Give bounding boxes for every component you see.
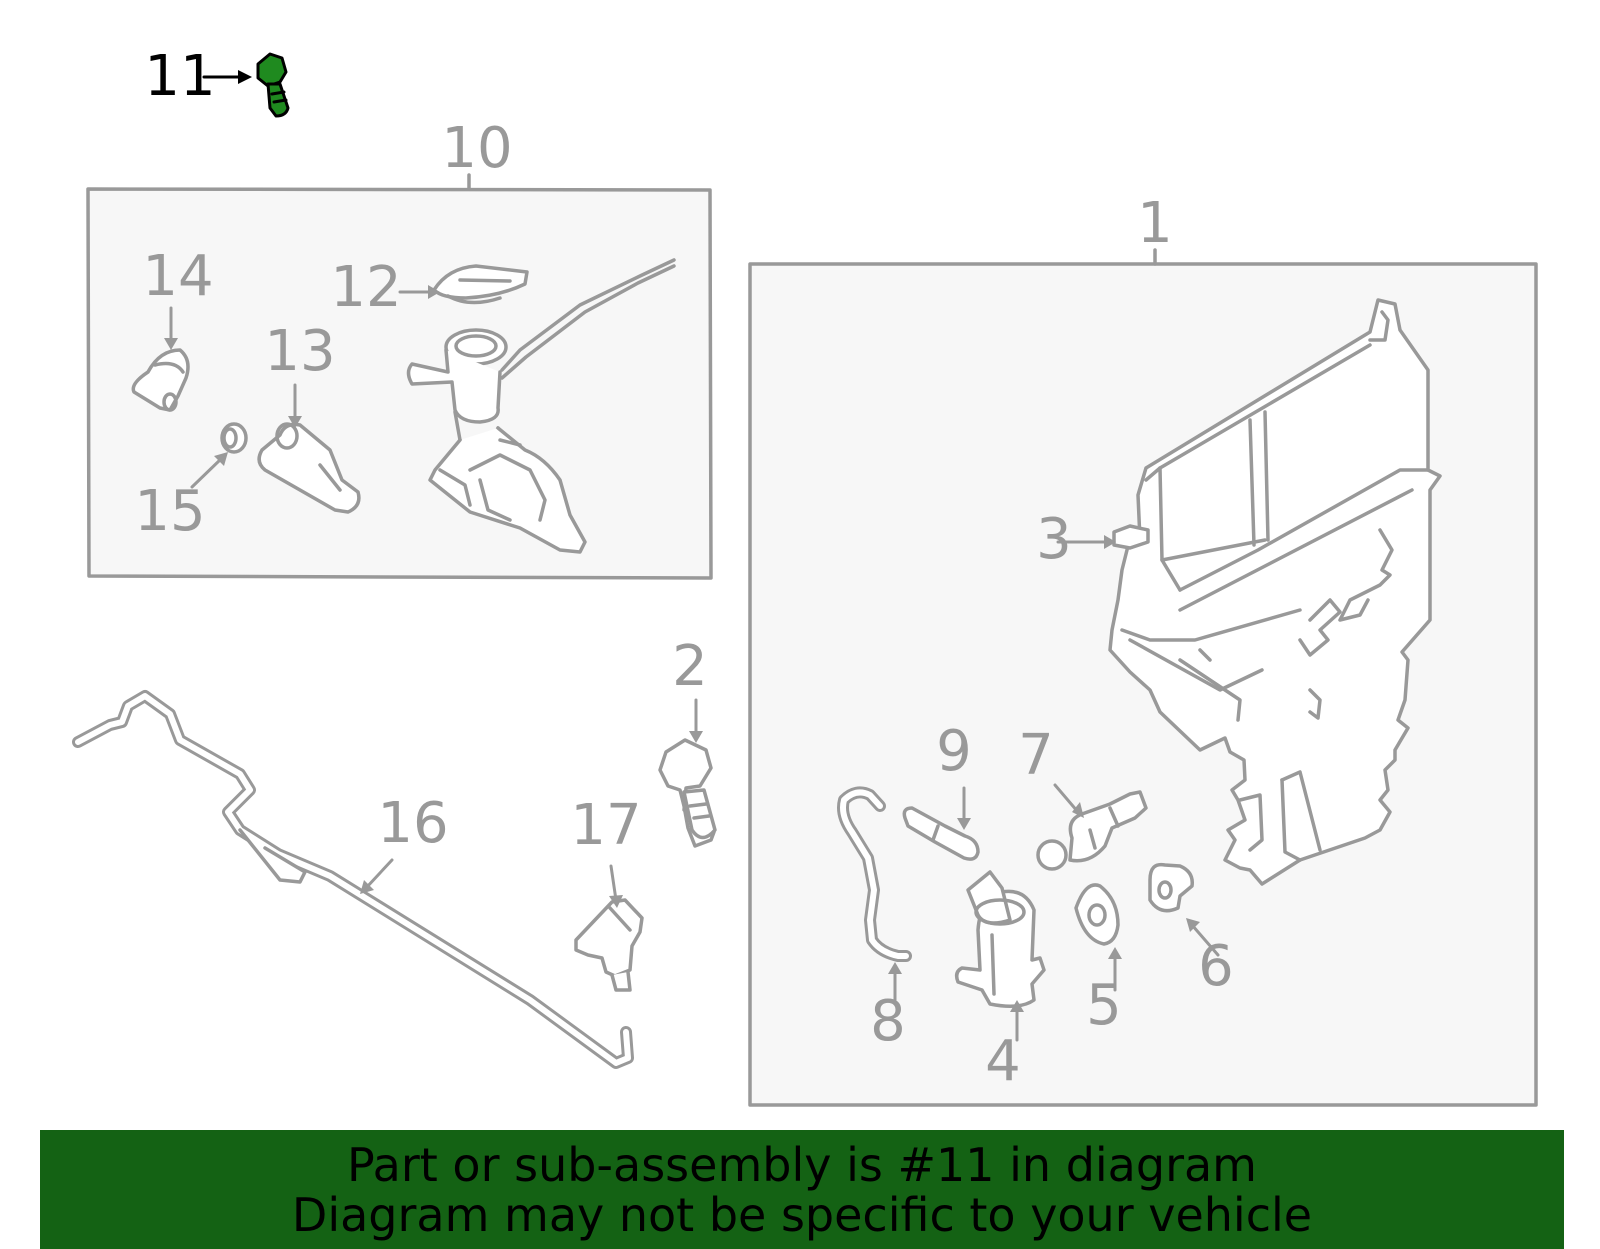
washer-reservoir-part[interactable] <box>1108 298 1442 886</box>
grommet-part[interactable] <box>1148 862 1194 913</box>
banner-line-2: Diagram may not be specific to your vehi… <box>291 1188 1313 1242</box>
bolt-2-part[interactable] <box>658 738 717 848</box>
info-banner: Part or sub-assembly is #11 in diagram D… <box>40 1130 1564 1249</box>
callout-5: 5 <box>1086 973 1122 1038</box>
callout-15: 15 <box>134 479 205 544</box>
pump-seal-part[interactable] <box>1074 883 1120 946</box>
callout-13: 13 <box>264 319 335 384</box>
washer-hose-part[interactable] <box>837 786 912 962</box>
callout-7: 7 <box>1018 723 1054 788</box>
callout-12: 12 <box>330 255 401 320</box>
callout-9: 9 <box>936 719 972 784</box>
callout-3: 3 <box>1036 507 1072 572</box>
seal-ring-part[interactable] <box>220 422 248 454</box>
callout-4: 4 <box>985 1029 1021 1094</box>
filler-cap-part[interactable] <box>432 264 529 305</box>
washer-pump-part[interactable] <box>954 870 1046 1008</box>
arrow-heads <box>164 285 1200 1012</box>
callout-10: 10 <box>441 116 512 181</box>
callout-11: 11 <box>144 44 215 109</box>
callout-1: 1 <box>1137 191 1173 256</box>
bolt-icon[interactable] <box>256 52 290 118</box>
banner-line-1: Part or sub-assembly is #11 in diagram <box>347 1138 1257 1192</box>
callout-14: 14 <box>142 244 213 309</box>
washer-nozzle-part[interactable] <box>574 898 644 992</box>
washer-pump-connector-part[interactable] <box>1036 790 1148 871</box>
hose-elbow-part[interactable] <box>131 348 190 412</box>
callout-6: 6 <box>1198 934 1234 999</box>
callout-8: 8 <box>870 989 906 1054</box>
callout-2: 2 <box>672 634 708 699</box>
level-sensor-part[interactable] <box>902 806 980 861</box>
filler-neck-part[interactable] <box>406 258 676 554</box>
callout-16: 16 <box>377 791 448 856</box>
hose-part[interactable] <box>257 422 361 514</box>
callout-17: 17 <box>570 793 641 858</box>
part-11-arrow <box>238 70 252 84</box>
long-washer-hose-part[interactable] <box>72 690 634 1069</box>
